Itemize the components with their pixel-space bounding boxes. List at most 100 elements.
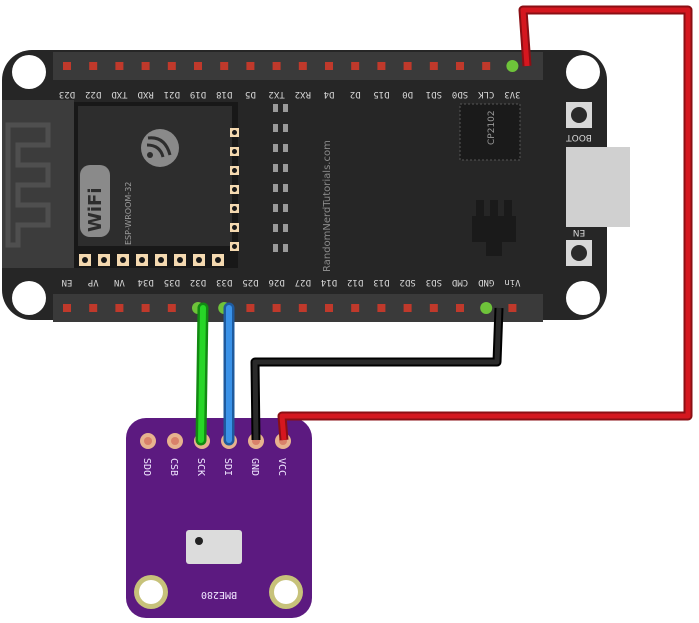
esp32-pin-d14 (325, 304, 333, 312)
center-pad (283, 104, 288, 112)
center-pad (283, 184, 288, 192)
bme280-label: BME280 (201, 589, 237, 600)
esp32-pin-label: D5 (245, 89, 256, 99)
wifi-logo-text: WiFi (85, 188, 106, 233)
mounting-hole (12, 55, 46, 89)
wired-pin-marker (480, 302, 493, 314)
esp32-pin-label: EN (62, 277, 73, 287)
esp32-pin-d0 (403, 62, 412, 70)
wifi-logo-icon (80, 165, 110, 237)
esp32-pin-label: D26 (268, 277, 284, 287)
module-label: ESP-WROOM-32 (124, 182, 133, 245)
esp32-pin-label: D2 (350, 89, 361, 99)
bme280-pin-label: SDO (141, 458, 152, 476)
esp32-pin-label: D14 (321, 277, 337, 287)
esp32-pin-label: 3V3 (504, 89, 520, 99)
esp32-pin-d25 (246, 304, 255, 312)
esp32-pin-label: D32 (190, 277, 206, 287)
center-pad (283, 224, 288, 232)
esp32-pin-d21 (167, 62, 176, 70)
esp32-pin-d13 (377, 304, 386, 312)
center-pad (283, 144, 288, 152)
esp32-pin-label: TXD (111, 89, 127, 99)
esp32-pin-txd (115, 62, 124, 70)
center-pad (273, 104, 278, 112)
bme280-pin-label: SCK (195, 458, 206, 476)
center-pad (273, 124, 278, 132)
esp32-pin-d27 (298, 304, 307, 312)
esp32-pin-clk (482, 62, 491, 70)
esp32-pin-d12 (351, 304, 360, 312)
wires (195, 5, 693, 446)
esp32-pin-d4 (325, 62, 333, 70)
esp32-pin-d15 (377, 62, 386, 70)
bme280-pcb (126, 418, 312, 618)
esp32-pin-tx2 (272, 62, 281, 70)
en-label: EN (573, 227, 585, 237)
usb-connector (566, 147, 630, 227)
esp32-pin-d34 (141, 304, 150, 312)
sensor-port (195, 537, 203, 545)
bme280-pin-label: CSB (168, 458, 179, 476)
center-pads (273, 104, 288, 252)
boot-button-cap (571, 107, 587, 123)
en-button-cap (571, 245, 587, 261)
esp32-pin-label: D13 (373, 277, 389, 287)
esp32-pin-d35 (167, 304, 176, 312)
esp32-pin-d23 (63, 62, 71, 70)
top-pin-header (53, 52, 543, 80)
module-pads (230, 128, 239, 251)
esp32-pin-sd2 (403, 304, 412, 312)
bme280-sensor-chip (186, 530, 242, 564)
esp32-pin-en (63, 304, 71, 312)
usb-chip-label: CP2102 (487, 110, 497, 145)
mounting-hole (12, 281, 46, 315)
esp32-pin-label: SD2 (399, 277, 415, 287)
bme280-pin-label: VCC (276, 458, 287, 476)
esp32-pin-vn (115, 304, 124, 312)
esp32-pin-label: CMD (452, 277, 468, 287)
esp32-pin-label: D15 (373, 89, 389, 99)
center-pad (273, 184, 278, 192)
esp32-pin-d18 (220, 62, 229, 70)
esp32-pin-label: D34 (137, 277, 153, 287)
bme280-pin-label: SDI (222, 458, 233, 476)
esp32-pin-d19 (194, 62, 202, 70)
usb-uart-chip (459, 103, 521, 161)
esp32-pin-label: Vin (504, 277, 520, 287)
esp32-pin-d26 (272, 304, 281, 312)
esp32-pin-label: D4 (324, 89, 335, 99)
esp32-pin-sd0 (456, 62, 464, 70)
esp32-pin-label: SD3 (426, 277, 442, 287)
esp32-pin-label: D19 (190, 89, 206, 99)
module-bottom-pads (79, 254, 224, 266)
voltage-regulator (472, 216, 516, 242)
boot-label: BOOT (566, 132, 592, 142)
esp32-pin-label: D23 (59, 89, 75, 99)
esp32-pin-label: CLK (477, 89, 494, 99)
center-pad (273, 204, 278, 212)
center-pad (273, 144, 278, 152)
esp32-pin-label: D22 (85, 89, 101, 99)
esp32-pin-label: SD0 (452, 89, 468, 99)
esp32-pin-label: VP (87, 277, 98, 287)
center-pad (273, 164, 278, 172)
esp32-pin-label: D35 (164, 277, 180, 287)
esp32-pin-d2 (351, 62, 360, 70)
esp32-pin-d5 (246, 62, 255, 70)
esp32-pin-label: D18 (216, 89, 232, 99)
wired-pin-marker (506, 60, 519, 72)
center-pad (273, 244, 278, 252)
espressif-logo-icon (141, 129, 179, 167)
esp32-pin-label: D25 (242, 277, 258, 287)
bottom-pin-header (53, 294, 543, 322)
esp32-pin-label: VN (114, 277, 125, 287)
center-pad (283, 204, 288, 212)
esp32-pin-label: D27 (295, 277, 311, 287)
esp32-pin-label: D0 (402, 89, 413, 99)
esp32-pin-d22 (89, 62, 98, 70)
